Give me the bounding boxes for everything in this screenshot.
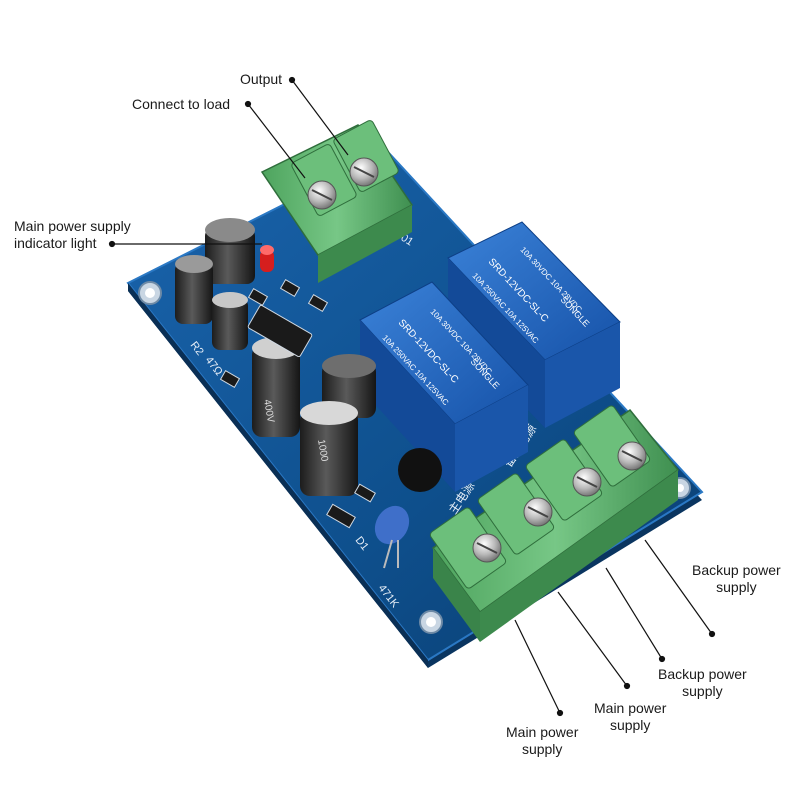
- label-main-1-line1: Main power: [594, 700, 667, 716]
- leader-backup-2: [605, 567, 663, 660]
- label-backup-2-line2: supply: [682, 683, 723, 699]
- capacitor-a-text: 400V: [261, 399, 276, 424]
- leader-output-dot: [288, 76, 296, 84]
- leader-connect-to-load: [247, 103, 306, 179]
- leader-main-1-dot: [623, 682, 631, 690]
- label-main-2-line2: supply: [521, 741, 563, 757]
- label-connect-to-load: Connect to load: [132, 96, 231, 112]
- label-backup-1-line1: Backup power: [692, 562, 781, 578]
- label-main-indicator-line2: indicator light: [14, 235, 97, 251]
- label-backup-1-line2: supply: [716, 579, 757, 595]
- leader-backup-2-dot: [658, 655, 666, 663]
- leader-backup-1: [644, 539, 713, 635]
- input-terminal-block: [429, 405, 680, 642]
- label-backup-power-2: Backup power supply: [658, 666, 747, 700]
- label-output: Output: [240, 71, 283, 87]
- leader-indicator-dot: [108, 240, 116, 248]
- capacitors: 400V 1000: [175, 218, 376, 496]
- thermistor-varistor: [374, 448, 442, 569]
- relay-front: SRD-12VDC-SL-C 10A 250VAC 10A 125VAC 10A…: [359, 281, 529, 492]
- label-backup-power-1: Backup power supply: [692, 562, 781, 596]
- label-main-power-1: Main power supply: [594, 700, 666, 734]
- label-main-indicator: Main power supply indicator light: [14, 218, 131, 252]
- label-main-2-line1: Main power: [506, 724, 579, 740]
- output-terminal-block: [260, 120, 414, 283]
- leader-main-2-dot: [556, 709, 564, 717]
- leader-backup-1-dot: [708, 630, 716, 638]
- label-main-1-line2: supply: [609, 717, 651, 733]
- leader-output: [291, 79, 349, 156]
- smd-components: [219, 278, 376, 529]
- label-backup-2-line1: Backup power: [658, 666, 747, 682]
- leader-main-2: [514, 619, 561, 714]
- capacitor-b-text: 1000: [315, 439, 330, 463]
- main-indicator-led: [260, 245, 274, 272]
- leader-main-1: [557, 591, 628, 687]
- label-main-indicator-line1: Main power supply: [14, 218, 131, 234]
- label-main-power-2: Main power supply: [506, 724, 578, 758]
- leader-connect-dot: [244, 100, 252, 108]
- leader-lines: [108, 76, 716, 717]
